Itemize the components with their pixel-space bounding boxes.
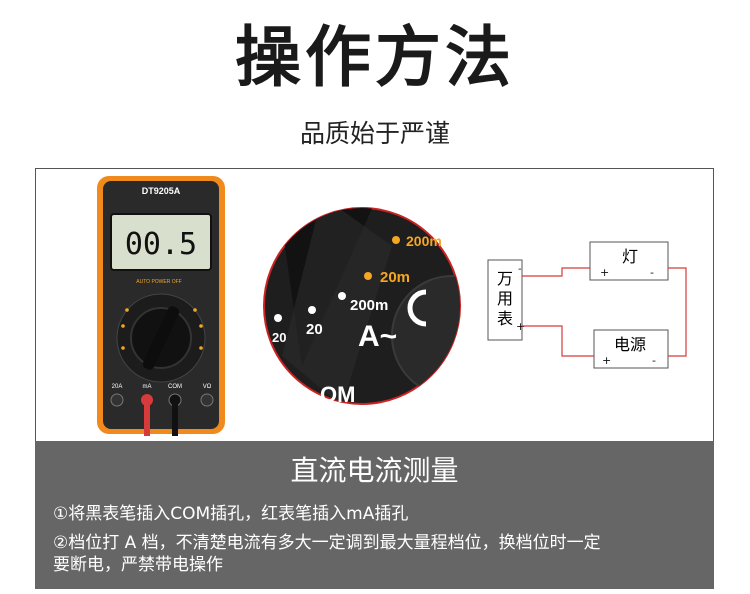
zoom-label-com: OM [320, 382, 355, 406]
instruction-step-2: ②档位打 A 档，不清楚电流有多大一定调到最大量程档位，换档位时一定 [53, 533, 601, 553]
jack-v-label: VΩ [203, 384, 212, 390]
power-minus: - [652, 354, 656, 367]
circuit-diagram: 万 用 表 - + 灯 + - 电源 + - [487, 241, 687, 369]
multimeter-model: DT9205A [142, 186, 181, 196]
svg-text:-: - [518, 264, 522, 275]
jack-20a-label: 20A [112, 384, 123, 390]
lamp-plus: + [600, 266, 609, 279]
page-title: 操作方法 [235, 19, 515, 96]
zoom-label-20-left: 20 [272, 330, 286, 345]
jack-ma-label: mA [143, 384, 152, 390]
zoom-label-20: 20 [306, 321, 323, 338]
jack-com-label: COM [168, 384, 182, 390]
power-label: 电源 [614, 335, 646, 354]
power-plus: + [602, 354, 611, 367]
svg-text:+: + [516, 320, 525, 333]
instruction-step-1: ①将黑表笔插入COM插孔，红表笔插入mA插孔 [53, 504, 409, 524]
meter-label-char2: 用 [497, 289, 513, 308]
page-subtitle: 品质始于严谨 [299, 119, 450, 148]
lamp-minus: - [650, 266, 654, 279]
zoom-label-a: A~ [358, 320, 397, 353]
instruction-title: 直流电流测量 [290, 454, 459, 487]
zoom-label-200m: 200m [350, 297, 388, 314]
zoom-label-20m: 20m [380, 269, 410, 286]
meter-label-char1: 万 [497, 269, 513, 288]
lamp-label: 灯 [622, 247, 638, 266]
multimeter-display: 00.5 [125, 227, 197, 262]
zoom-label-200m-top: 200m [406, 233, 442, 249]
instruction-step-2-continued: 要断电，严禁带电操作 [53, 555, 223, 575]
multimeter-image: DT9205A 00.5 AUTO POWER OFF 20A mA COM V… [97, 176, 225, 436]
multimeter-power-label: AUTO POWER OFF [136, 279, 181, 285]
instruction-panel: 直流电流测量 ①将黑表笔插入COM插孔，红表笔插入mA插孔 ②档位打 A 档，不… [35, 441, 714, 589]
meter-label-char3: 表 [497, 309, 513, 328]
dial-zoom-image: 200m 20m 200m 20 20 A~ OM [263, 207, 461, 406]
